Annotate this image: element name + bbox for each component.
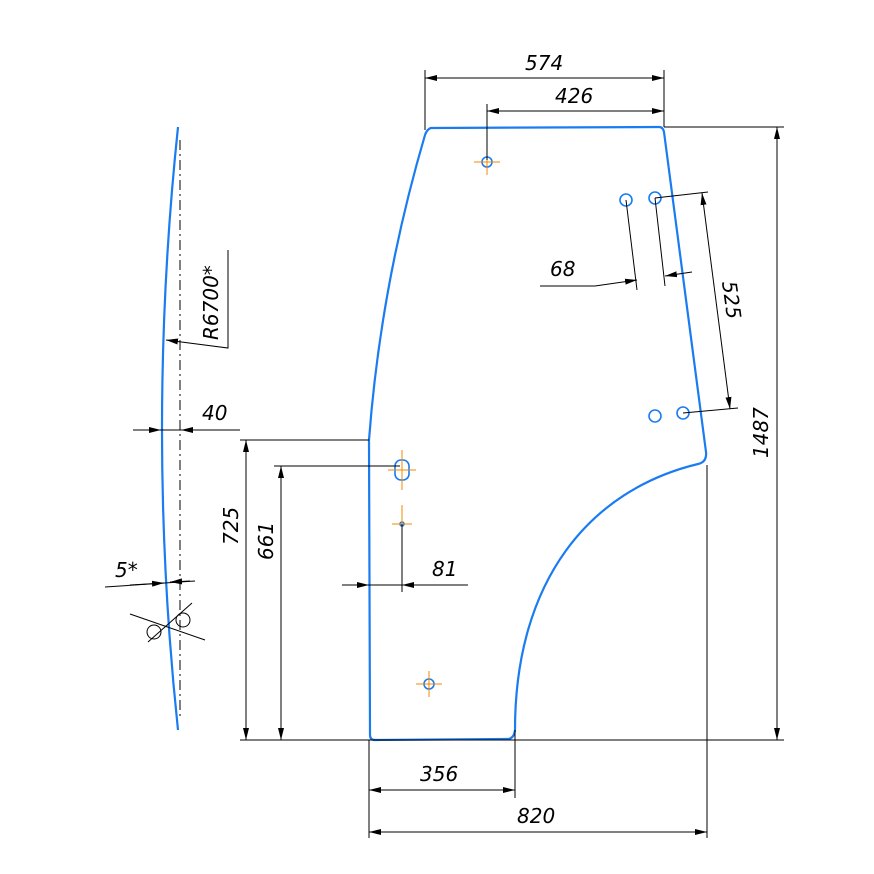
label-661: 661 bbox=[254, 522, 278, 560]
angle-label: 5* bbox=[115, 558, 138, 582]
roller-symbol bbox=[129, 602, 206, 643]
dim-68-arrow-2 bbox=[664, 271, 693, 278]
angle-arrow-2 bbox=[169, 578, 191, 585]
angle-arrow bbox=[129, 580, 165, 587]
door-glass-outline bbox=[367, 125, 708, 742]
ext-525-top bbox=[654, 191, 709, 199]
dim-68-arrow bbox=[594, 278, 638, 287]
thickness-label: 40 bbox=[202, 401, 227, 425]
label-525: 525 bbox=[717, 279, 746, 320]
side-profile-glass bbox=[160, 126, 180, 731]
label-81: 81 bbox=[432, 557, 457, 581]
label-725: 725 bbox=[219, 507, 243, 545]
radius-leader bbox=[165, 250, 229, 349]
label-356: 356 bbox=[420, 762, 458, 786]
mounting-holes bbox=[394, 156, 690, 690]
label-68: 68 bbox=[550, 257, 575, 281]
ext-68-a bbox=[625, 199, 638, 291]
label-1487: 1487 bbox=[749, 407, 773, 458]
center-marks bbox=[388, 150, 500, 697]
dim-525 bbox=[700, 192, 732, 410]
label-426: 426 bbox=[555, 84, 593, 108]
radius-label: R6700* bbox=[199, 265, 223, 340]
label-820: 820 bbox=[517, 804, 555, 828]
ext-68-b bbox=[654, 197, 666, 287]
label-574: 574 bbox=[525, 51, 563, 75]
